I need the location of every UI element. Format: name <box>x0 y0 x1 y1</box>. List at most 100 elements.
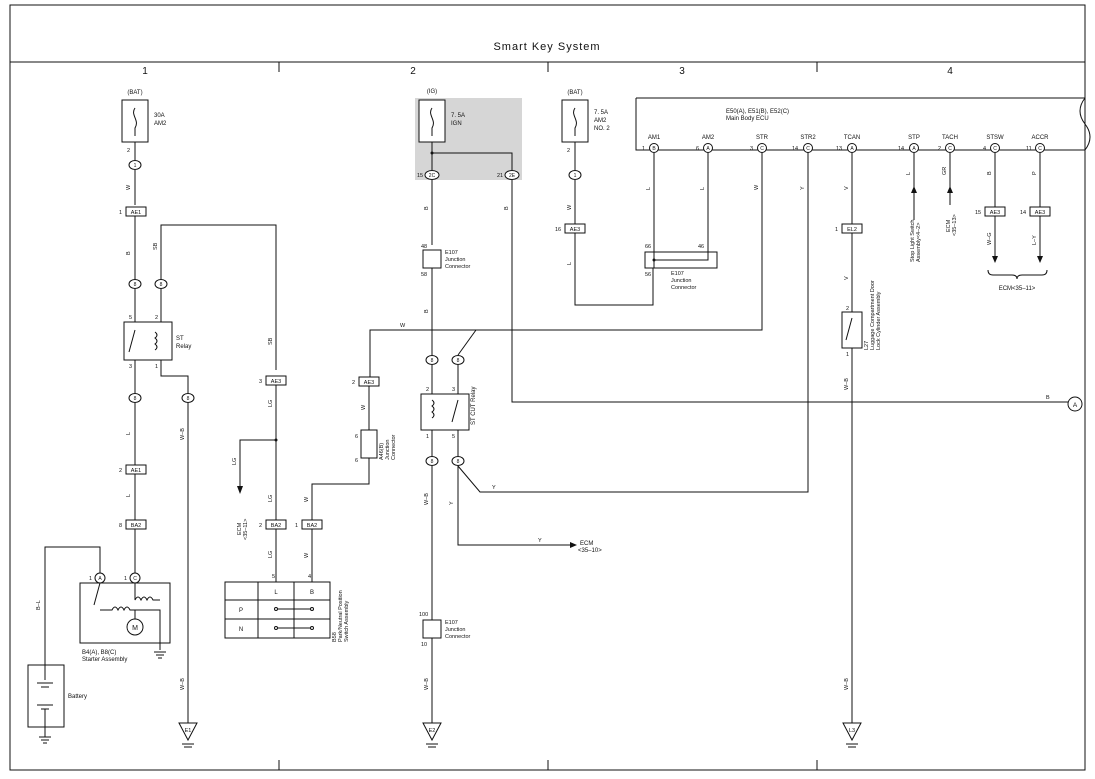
wire-color: LG <box>232 458 238 465</box>
connector-oval <box>568 170 582 180</box>
ecu-pin-num: 2 <box>938 146 941 152</box>
wire-color: P <box>1032 171 1038 175</box>
pin-label: 8 <box>457 358 460 364</box>
ecu-pin-conn: C <box>760 146 764 152</box>
battery-label: Battery <box>68 694 87 700</box>
ecu-pin-conn: C <box>1038 146 1042 152</box>
pin-label: 6 <box>355 458 358 464</box>
source-label: (BAT) <box>567 90 582 96</box>
ecu-pin-name: AM2 <box>702 135 715 141</box>
pin-label: A <box>98 576 102 582</box>
connector-ae1 <box>125 206 147 217</box>
connector-oval <box>181 393 195 403</box>
source-label: (IG) <box>427 89 437 95</box>
wire-color: L <box>567 262 573 265</box>
pin-label: 8 <box>119 523 122 529</box>
st-relay <box>123 321 173 361</box>
pin-label: 8 <box>160 282 163 288</box>
wire-color: W–B <box>424 493 430 505</box>
switch-row-n: N <box>239 627 243 633</box>
ecm-label: ECM <box>580 541 593 547</box>
ecu-pin-conn: A <box>850 146 854 152</box>
ecu-pin-name: STSW <box>986 135 1004 141</box>
pin-label: 8 <box>134 282 137 288</box>
switch-terminal <box>274 607 278 611</box>
ecu-pin-num: 11 <box>1026 146 1032 152</box>
luggage-door-switch <box>841 311 863 349</box>
ecu-pin-conn: C <box>993 146 997 152</box>
fuse-name: AM2 <box>594 118 607 124</box>
wire-color: LG <box>268 495 274 502</box>
wire-color: L <box>126 494 132 497</box>
component-name: Connector <box>445 264 471 270</box>
pin-label: 8 <box>431 459 434 465</box>
bracket <box>987 269 1048 280</box>
pin-label: 3 <box>129 364 132 370</box>
wire-l <box>574 233 654 306</box>
ground-label: L3 <box>849 728 855 734</box>
wire-color: L <box>700 187 706 190</box>
ecu-pin <box>1035 143 1045 153</box>
component-id: B4(A), B8(C) <box>82 650 116 656</box>
ecu-pin-conn: B <box>652 146 656 152</box>
fuse-rating: 30A <box>154 113 165 119</box>
column-number: 1 <box>142 66 148 77</box>
component-name: Switch Assembly <box>344 600 350 642</box>
component-name: Connector <box>391 434 397 460</box>
relay-contact <box>451 399 459 423</box>
connector-label: AE3 <box>1035 210 1045 216</box>
junction-connector-a46 <box>360 429 378 459</box>
wire-color: LG <box>268 551 274 558</box>
starter-coil <box>100 606 161 650</box>
wire-color: SB <box>153 242 159 250</box>
connector-label: AE1 <box>131 210 141 216</box>
component-name: Junction <box>671 278 692 284</box>
relay-coil <box>154 331 158 351</box>
relay-coil <box>431 399 435 419</box>
switch-contact <box>845 317 853 341</box>
pin-label: 21 <box>497 173 503 179</box>
arrow-icon <box>1037 256 1043 263</box>
pin-label: 2 <box>155 315 158 321</box>
starter-assembly <box>79 582 171 644</box>
column-number: 4 <box>947 66 953 77</box>
connector-oval <box>425 355 439 365</box>
ecm-label: ECM <box>237 522 243 535</box>
connector-label: AE1 <box>131 468 141 474</box>
component-id: E107 <box>445 620 458 626</box>
ecu-pin-name: STR <box>756 135 769 141</box>
ecu-pin <box>649 143 659 153</box>
wire-w <box>457 329 477 356</box>
marker-label: A <box>1073 402 1078 409</box>
component-name: Connector <box>671 285 697 291</box>
fuse-symbol <box>430 107 434 136</box>
ecu-pin-conn: C <box>948 146 952 152</box>
connector-ba2 <box>125 519 147 530</box>
wire-color: L–Y <box>1032 235 1038 245</box>
ecu-pin <box>990 143 1000 153</box>
wire-color: W–G <box>987 232 993 245</box>
ground-label: E1 <box>185 728 192 734</box>
wire-w <box>311 458 370 520</box>
wire-color: B <box>987 171 993 175</box>
ecu-pin <box>945 143 955 153</box>
marker-a <box>1067 396 1083 412</box>
connector-oval <box>504 170 520 180</box>
switch-row-p: P <box>239 608 243 614</box>
component-name: Starter Assembly <box>82 657 127 663</box>
pin-label: 15 <box>417 173 423 179</box>
pin-label: 2 <box>567 148 570 154</box>
diagram-title: Smart Key System <box>493 41 600 53</box>
wire-color: W <box>304 552 310 558</box>
pin-label: 5 <box>272 574 275 580</box>
pin-label: 1 <box>574 173 577 179</box>
pin-label: 5 <box>129 315 132 321</box>
wire-color: B <box>424 206 430 210</box>
connector-oval <box>154 279 168 289</box>
wire-color: B <box>1046 395 1050 401</box>
wire-color: W–B <box>844 678 850 690</box>
junction-dot <box>274 438 278 442</box>
pin-label: 8 <box>457 459 460 465</box>
